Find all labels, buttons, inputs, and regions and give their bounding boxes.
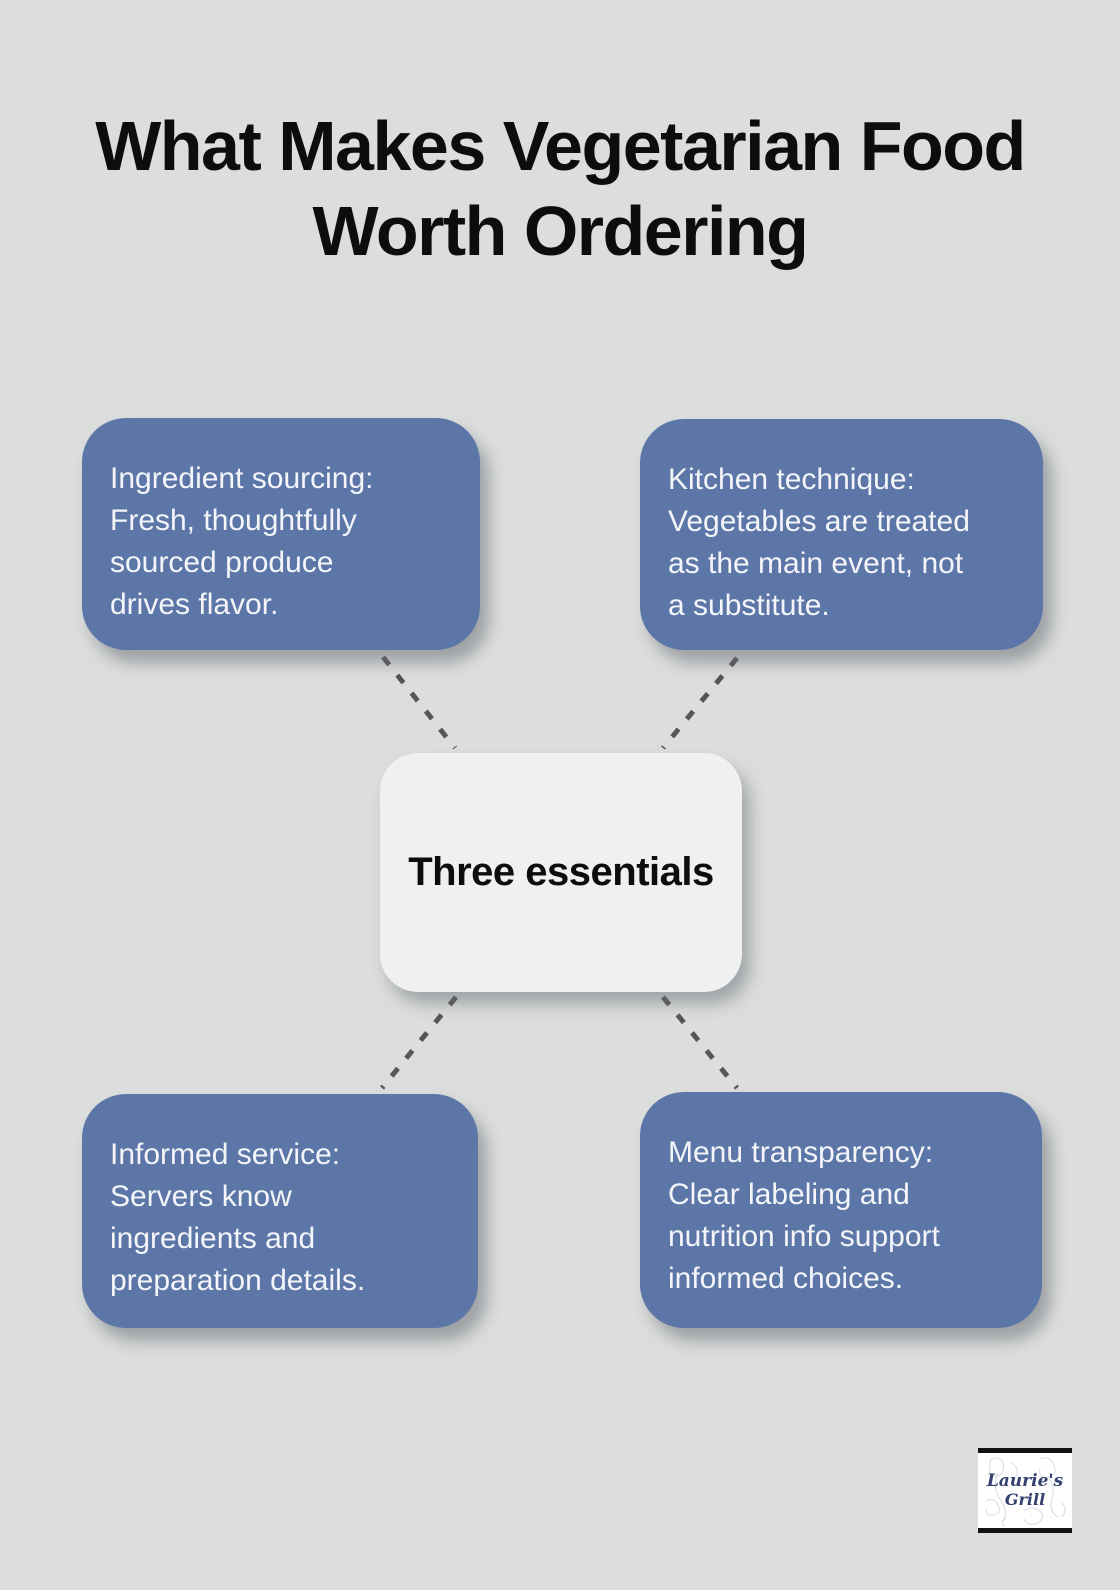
node-informed-service: Informed service: Servers know ingredien… (82, 1094, 478, 1328)
brand-logo: Laurie's Grill (978, 1448, 1072, 1533)
center-node-label: Three essentials (408, 850, 714, 894)
logo-line-1: Laurie's (986, 1471, 1064, 1492)
logo-line-2: Grill (1004, 1490, 1046, 1510)
logo-background-sketch-icon (985, 1457, 1066, 1528)
node-text: Ingredient sourcing: Fresh, thoughtfully… (110, 462, 374, 621)
node-text: Menu transparency: Clear labeling and nu… (668, 1136, 940, 1295)
node-text: Informed service: Servers know ingredien… (110, 1138, 366, 1297)
page-title: What Makes Vegetarian Food Worth Orderin… (95, 107, 1026, 271)
node-kitchen-technique: Kitchen technique: Vegetables are treate… (640, 419, 1043, 650)
node-text: Kitchen technique: Vegetables are treate… (668, 463, 970, 622)
connector-bottom-left (380, 995, 458, 1090)
connector-bottom-right (661, 995, 739, 1090)
connector-top-right (661, 656, 739, 750)
logo-wordmark: Laurie's Grill (978, 1453, 1072, 1528)
node-menu-transparency: Menu transparency: Clear labeling and nu… (640, 1092, 1042, 1328)
center-node: Three essentials (380, 753, 742, 992)
node-ingredient-sourcing: Ingredient sourcing: Fresh, thoughtfully… (82, 418, 480, 650)
connector-top-left (381, 655, 457, 750)
